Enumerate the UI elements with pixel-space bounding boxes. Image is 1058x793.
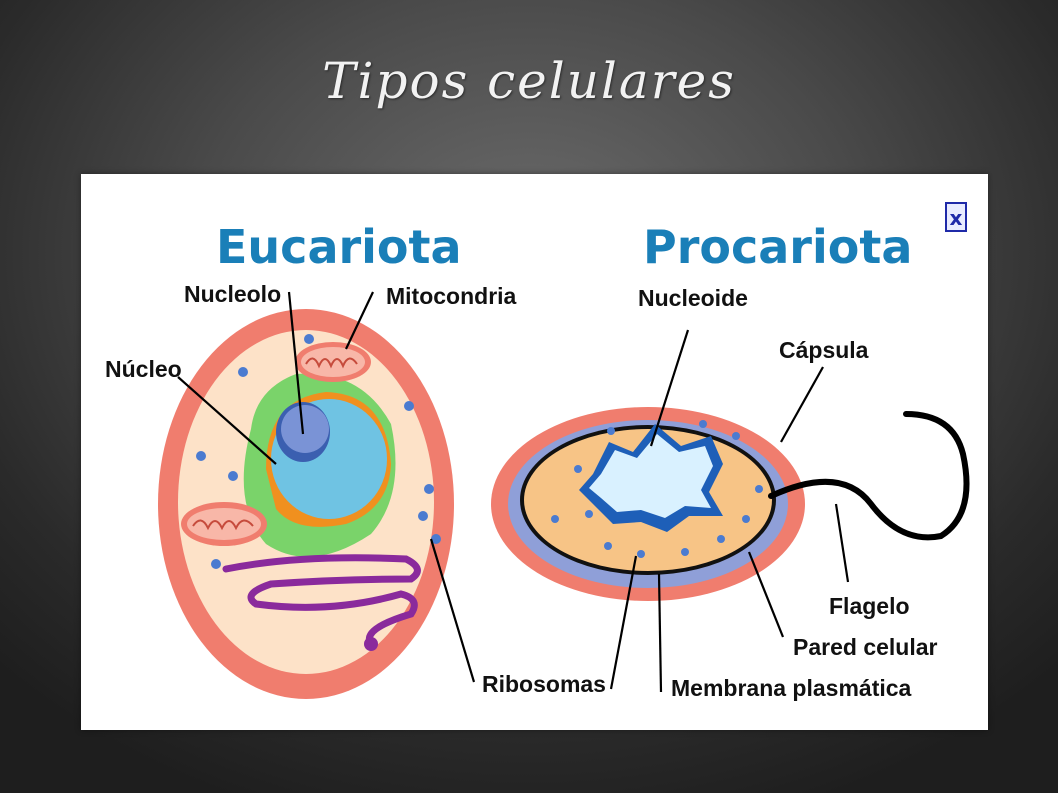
eukaryote-cell [158,309,454,699]
label-membrana-plasmatica: Membrana plasmática [671,675,912,701]
label-nucleoide: Nucleoide [638,285,748,311]
label-nucleolo: Nucleolo [184,281,281,307]
label-nucleo: Núcleo [105,356,182,382]
cell-diagram: Eucariota Procariota Nucleolo Mitocondri… [81,174,988,730]
slide-title: Tipos celulares [322,52,736,110]
close-button[interactable]: x [945,202,967,232]
eukaryote-heading: Eucariota [216,220,462,274]
label-capsula: Cápsula [779,337,869,363]
prokaryote-cell [491,407,970,601]
label-ribosomas: Ribosomas [482,671,606,697]
prokaryote-heading: Procariota [643,220,912,274]
leader-lines [177,291,850,693]
label-mitocondria: Mitocondria [386,283,517,309]
cell-diagram-svg: Eucariota Procariota Nucleolo Mitocondri… [105,220,970,701]
label-pared-celular: Pared celular [793,634,938,660]
label-flagelo: Flagelo [829,593,910,619]
